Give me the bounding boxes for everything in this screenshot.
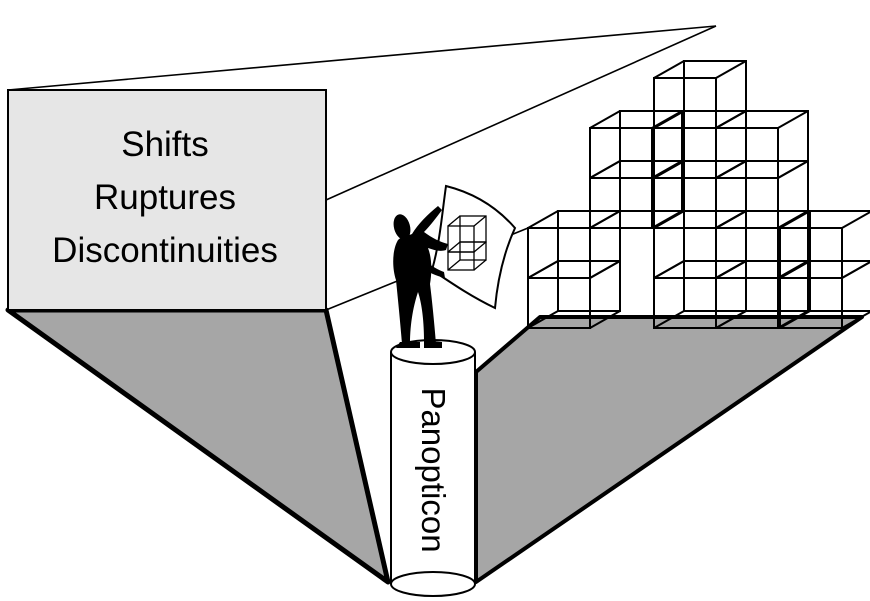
- perspective-line-top: [7, 25, 717, 91]
- tower-base: [390, 571, 476, 597]
- wire-cube: [527, 260, 621, 329]
- person-silhouette: [393, 206, 448, 348]
- shifts-box-face: [7, 89, 327, 311]
- floor-right: [474, 315, 864, 584]
- perspective-line-mid: [325, 25, 717, 201]
- wire-cube: [779, 210, 870, 279]
- wire-cube: [779, 260, 870, 329]
- box-line-discontinuities: Discontinuities: [52, 231, 278, 270]
- person-holding-panel-icon: [393, 184, 517, 348]
- tower-body: [391, 352, 475, 584]
- panopticon-tower: Panopticon: [390, 339, 476, 597]
- shifts-box: Shifts Ruptures Discontinuities: [7, 89, 327, 311]
- floor-left: [5, 307, 391, 585]
- box-line-shifts: Shifts: [121, 125, 209, 164]
- cube-stack: [527, 60, 870, 329]
- tower-label: Panopticon: [415, 387, 452, 552]
- box-line-ruptures: Ruptures: [94, 178, 236, 217]
- panel-cube-icon: [447, 215, 487, 271]
